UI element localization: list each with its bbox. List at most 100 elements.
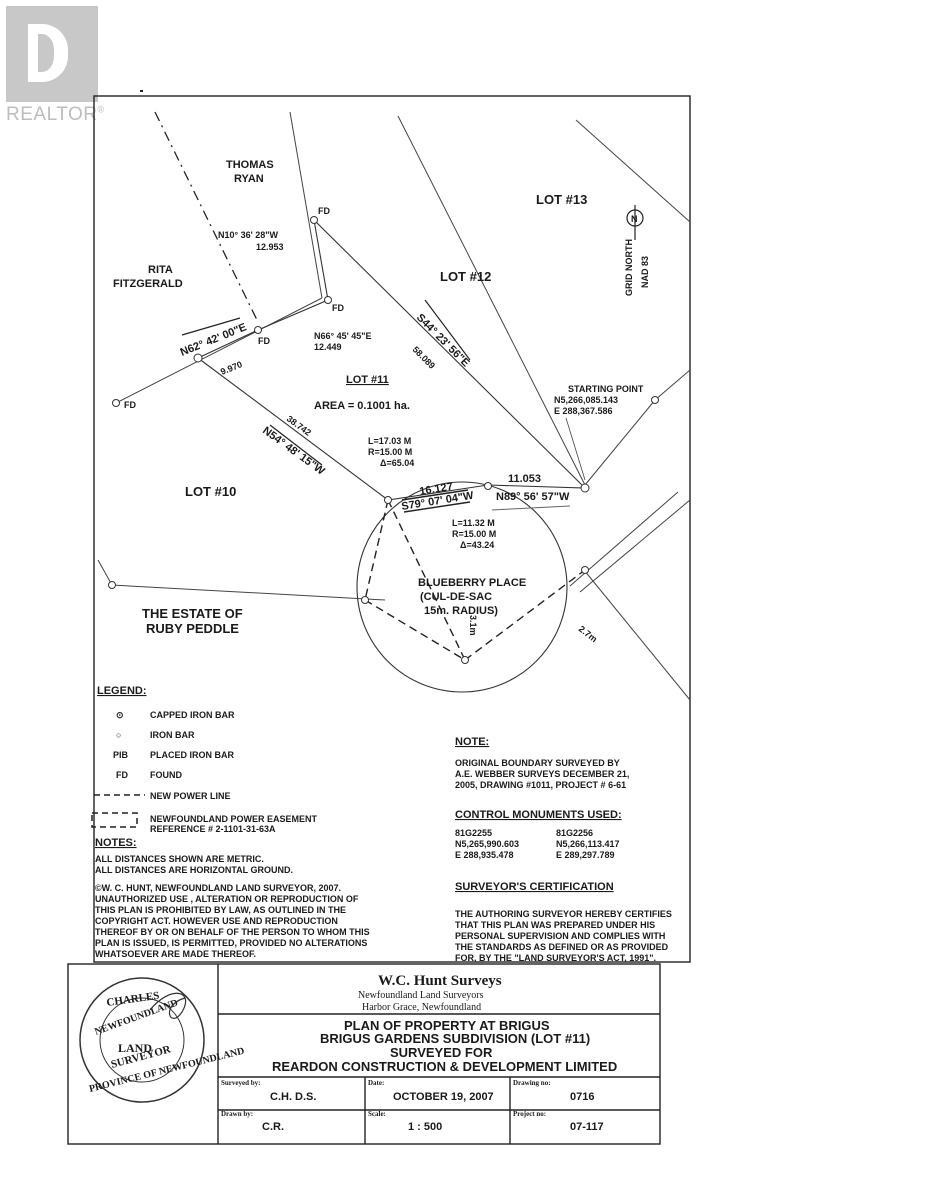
lot-10-label: LOT #10 <box>185 484 236 499</box>
bearing-1b: 12.953 <box>256 242 284 252</box>
sheet-border <box>93 95 691 963</box>
notes-line: ALL DISTANCES SHOWN ARE METRIC. <box>95 854 264 864</box>
notes-title: NOTES: <box>95 837 137 849</box>
cert-line: THAT THIS PLAN WAS PREPARED UNDER HIS <box>455 920 655 930</box>
plan-title-2: BRIGUS GARDENS SUBDIVISION (LOT #11) <box>320 1031 590 1046</box>
dim-3-1: 3.1m <box>468 615 478 636</box>
control-left: 81G2255 <box>455 828 492 838</box>
legend-label: NEWFOUNDLAND POWER EASEMENT <box>150 814 317 824</box>
copyright-line: ©W. C. HUNT, NEWFOUNDLAND LAND SURVEYOR,… <box>95 883 341 893</box>
power-line <box>154 111 259 323</box>
starting-point-n: N5,266,085.143 <box>554 395 618 405</box>
copyright-line: PLAN IS ISSUED, IS PERMITTED, PROVIDED N… <box>95 938 367 948</box>
firm-location: Harbor Grace, Newfoundland <box>362 1002 481 1013</box>
project-label: Project no: <box>513 1110 546 1118</box>
control-left: E 288,935.478 <box>455 850 514 860</box>
owner-rita-1: RITA <box>148 264 173 276</box>
curve1-r: R=15.00 M <box>368 447 412 457</box>
copyright-line: THIS PLAN IS PROHIBITED BY LAW, AS OUTLI… <box>95 905 346 915</box>
date: OCTOBER 19, 2007 <box>393 1091 494 1103</box>
starting-point-e: E 288,367.586 <box>554 406 613 416</box>
starting-point-title: STARTING POINT <box>568 384 644 394</box>
realtor-logo: REALTOR® <box>6 6 105 128</box>
project-no: 07-117 <box>570 1121 604 1133</box>
cul-de-sac-1: BLUEBERRY PLACE <box>418 577 526 589</box>
surveyed-by: C.H. D.S. <box>270 1091 316 1103</box>
surveyed-by-label: Surveyed by: <box>221 1079 260 1087</box>
fd-label: FD <box>318 206 330 216</box>
control-right: E 289,297.789 <box>556 850 615 860</box>
copyright-line: UNAUTHORIZED USE , ALTERATION OR REPRODU… <box>95 894 359 904</box>
bearing-4b: 58.089 <box>411 344 438 371</box>
curve2-r: R=15.00 M <box>452 529 496 539</box>
bearing-5b: N54° 48' 15"W <box>260 425 327 478</box>
notes-line: ALL DISTANCES ARE HORIZONTAL GROUND. <box>95 865 293 875</box>
curve2-l: L=11.32 M <box>452 518 495 528</box>
bearing-7a: 11.053 <box>508 473 541 485</box>
realtor-mark-icon <box>6 6 98 102</box>
scale-label: Scale: <box>368 1110 386 1118</box>
owner-thomas-ryan-2: RYAN <box>234 173 264 185</box>
control-left: N5,265,990.603 <box>455 839 519 849</box>
drawing-label: Drawing no: <box>513 1079 551 1087</box>
cul-de-sac-3: 15m. RADIUS) <box>424 605 498 617</box>
fd-label: FD <box>124 400 136 410</box>
north-label-2: NAD 83 <box>640 256 650 288</box>
easement-legend-icon <box>91 812 138 828</box>
cert-line: FOR, BY THE "LAND SURVEYOR'S ACT, 1991". <box>455 953 656 963</box>
date-label: Date: <box>368 1079 384 1087</box>
bearing-1a: N10° 36' 28"W <box>218 230 279 240</box>
note-line: ORIGINAL BOUNDARY SURVEYED BY <box>455 758 620 768</box>
bearing-arrow <box>401 489 469 501</box>
owner-estate-2: RUBY PEDDLE <box>146 621 239 636</box>
bearing-2b: 12.449 <box>314 342 342 352</box>
cert-line: PERSONAL SUPERVISION AND COMPLIES WITH <box>455 931 665 941</box>
legend-sym: ⊙ <box>116 710 124 720</box>
easement-reference: REFERENCE # 2-1101-31-63A <box>150 824 276 834</box>
cul-de-sac-circle <box>356 481 568 693</box>
note-line: A.E. WEBBER SURVEYS DECEMBER 21, <box>455 769 629 779</box>
cert-title: SURVEYOR'S CERTIFICATION <box>455 881 614 893</box>
bearing-6a: 16.127 <box>419 481 454 498</box>
owner-rita-2: FITZGERALD <box>113 278 183 290</box>
arrow-line <box>491 505 571 511</box>
curve1-d: Δ=65.04 <box>380 458 414 468</box>
realtor-wordmark: REALTOR® <box>6 104 105 125</box>
plan-title-4: REARDON CONSTRUCTION & DEVELOPMENT LIMIT… <box>272 1059 617 1074</box>
control-right: 81G2256 <box>556 828 593 838</box>
lot-11-parcel <box>197 218 587 501</box>
plan-title-1: PLAN OF PROPERTY AT BRIGUS <box>344 1018 550 1033</box>
title-block-frame <box>67 963 661 1145</box>
curve2-d: Δ=43.24 <box>460 540 494 550</box>
north-label-1: GRID NORTH <box>624 239 634 296</box>
copyright-line: COPYRIGHT ACT. HOWEVER USE AND REPRODUCT… <box>95 916 338 926</box>
firm-sub: Newfoundland Land Surveyors <box>358 990 484 1001</box>
legend-sym: PIB <box>113 750 129 760</box>
dim-2-7: 2.7m <box>577 624 599 645</box>
legend-label: CAPPED IRON BAR <box>150 710 235 720</box>
firm-name: W.C. Hunt Surveys <box>378 973 502 989</box>
bearing-3b: 9.970 <box>219 359 244 377</box>
bearing-7b: N89° 56' 57"W <box>496 491 570 503</box>
legend-title: LEGEND: <box>97 685 147 697</box>
copyright-line: THEREOF BY OR ON BEHALF OF THE PERSON TO… <box>95 927 370 937</box>
drawn-by-label: Drawn by: <box>221 1110 253 1118</box>
curve1-l: L=17.03 M <box>368 436 411 446</box>
lot-13-label: LOT #13 <box>536 192 587 207</box>
easement-dashes <box>364 499 586 661</box>
scale: 1 : 500 <box>408 1121 442 1133</box>
legend-label: IRON BAR <box>150 730 195 740</box>
legend-sym: ○ <box>116 730 121 740</box>
copyright-line: WHATSOEVER ARE MADE THEREOF. <box>95 949 256 959</box>
svg-text:N: N <box>631 214 638 224</box>
plan-title-3: SURVEYED FOR <box>390 1045 493 1060</box>
north-arrow-icon: N <box>626 205 644 240</box>
markers <box>108 216 659 664</box>
drawn-by: C.R. <box>262 1121 284 1133</box>
note-line: 2005, DRAWING #1011, PROJECT # 6-61 <box>455 780 626 790</box>
owner-thomas-ryan-1: THOMAS <box>226 159 274 171</box>
boundary-lines <box>97 111 691 701</box>
control-right: N5,266,113.417 <box>556 839 620 849</box>
fd-label: FD <box>258 336 270 346</box>
